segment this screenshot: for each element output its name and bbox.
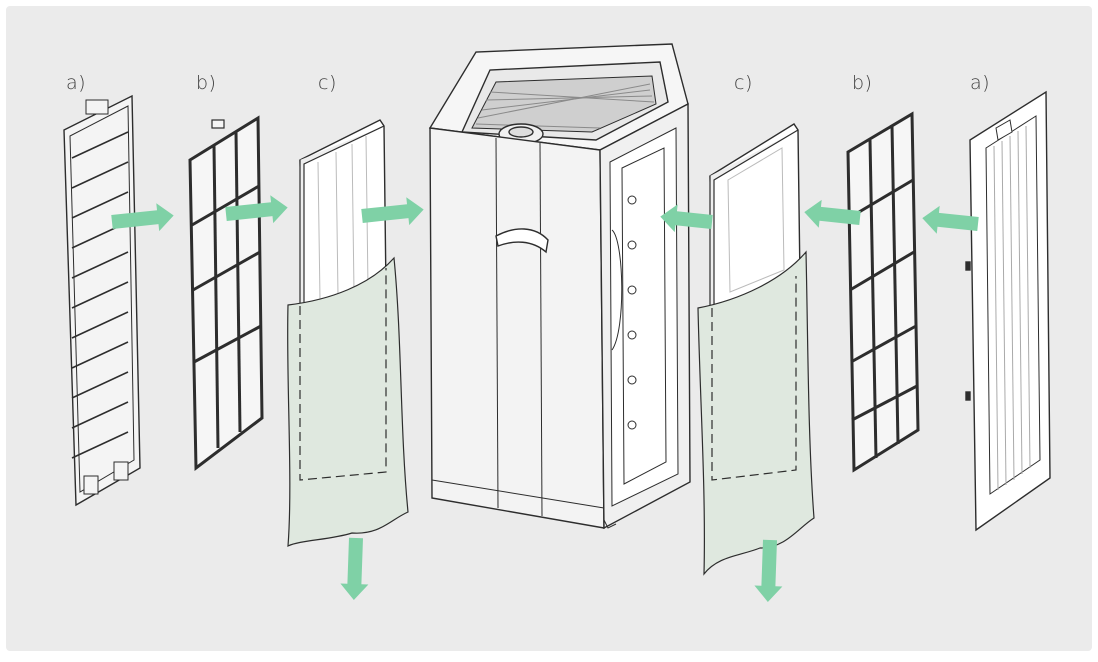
label-left-c: c) <box>318 72 337 94</box>
arrow-left-icon <box>660 204 713 233</box>
label-right-a: a) <box>970 72 991 94</box>
label-left-a: a) <box>66 72 87 94</box>
right-mesh-frame <box>846 111 920 473</box>
left-mesh-frame <box>188 115 264 471</box>
flow-arrows <box>111 195 979 602</box>
arrow-left-icon <box>804 199 861 228</box>
label-right-c: c) <box>734 72 753 94</box>
label-right-b: b) <box>852 72 873 94</box>
arrow-right-icon <box>111 203 174 232</box>
left-disposal-bag <box>287 256 409 548</box>
left-prefilter-grille <box>63 94 141 507</box>
label-left-b: b) <box>196 72 217 94</box>
arrow-right-icon <box>361 197 424 226</box>
arrow-left-icon <box>922 205 979 234</box>
right-disposal-bag <box>697 250 815 576</box>
arrow-down-icon <box>754 539 783 602</box>
arrow-right-icon <box>225 195 288 224</box>
air-purifier-unit <box>428 43 691 530</box>
left-main-filter <box>299 119 387 313</box>
arrow-down-icon <box>340 537 369 600</box>
right-prefilter-panel <box>965 90 1051 532</box>
